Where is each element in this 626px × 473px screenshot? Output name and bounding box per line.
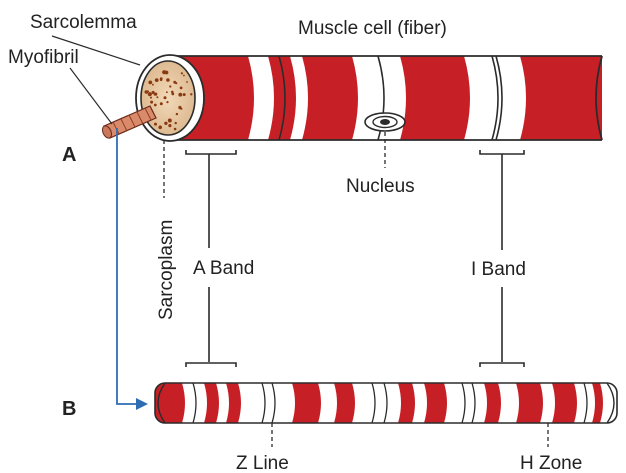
sarcoplasm-dot: [164, 96, 167, 99]
fiber-red-band: [400, 56, 470, 140]
sarcoplasm-dot: [190, 93, 192, 95]
sarcoplasm-dot: [154, 123, 157, 126]
h-zone-label: H Zone: [520, 453, 582, 473]
sarcoplasm-dot: [147, 90, 149, 92]
sarcoplasm-dot: [181, 72, 183, 74]
sarcoplasm-dot: [150, 97, 152, 99]
sarcoplasm-dot: [162, 70, 166, 74]
sarcoplasm-dot: [174, 128, 177, 131]
sarcoplasm-dot: [166, 101, 168, 103]
sarcoplasm-dot: [168, 124, 171, 127]
sarcoplasm-dot: [152, 91, 155, 94]
sarcoplasm-dot: [175, 122, 177, 124]
sarcoplasm-dot: [166, 78, 170, 82]
sarcoplasm-dot: [148, 81, 152, 85]
sarcolemma-label: Sarcolemma: [30, 12, 137, 33]
sarcoplasm-dot: [160, 102, 163, 105]
sarcoplasm-dot: [158, 126, 162, 130]
sarcoplasm-dot: [152, 84, 154, 86]
muscle-fiber: [101, 55, 610, 141]
nucleus-label: Nucleus: [346, 176, 415, 197]
myofibril-strand: [150, 383, 617, 423]
fiber-cross-section: [136, 55, 204, 141]
sarcoplasm-dot: [176, 113, 178, 115]
nucleus-icon: [365, 113, 405, 131]
sarcoplasm-dot: [154, 104, 157, 107]
myofibril-label: Myofibril: [8, 47, 79, 68]
sarcoplasm-dot: [183, 93, 186, 96]
sarcoplasm-dot: [154, 94, 156, 96]
sarcoplasm-dot: [178, 93, 182, 97]
sarcoplasm-dot: [155, 78, 159, 82]
a-band-label: A Band: [193, 258, 254, 279]
sarcoplasm-dot: [178, 106, 181, 109]
sarcoplasm-dot: [186, 81, 188, 83]
fiber-red-band: [302, 56, 358, 140]
sarcoplasm-dot: [160, 78, 163, 81]
muscle-cell-label: Muscle cell (fiber): [298, 18, 447, 39]
sarcoplasm-label: Sarcoplasm: [156, 220, 177, 320]
part-b-label: B: [62, 398, 76, 420]
myofibril-leader: [70, 68, 112, 124]
myofibril-connector-arrow: [117, 128, 148, 410]
sarcoplasm-dot: [183, 75, 185, 77]
sarcoplasm-dot: [148, 92, 152, 96]
z-line-label: Z Line: [236, 453, 289, 473]
sarcoplasm-dot: [169, 85, 171, 87]
i-band-label: I Band: [471, 259, 526, 280]
sarcoplasm-dot: [150, 101, 153, 104]
part-a-label: A: [62, 144, 76, 166]
sarcoplasm-dot: [166, 91, 168, 93]
sarcoplasm-dot: [173, 81, 176, 84]
sarcoplasm-dot: [180, 87, 183, 90]
sarcoplasm-dot: [171, 93, 174, 96]
sarcoplasm-dot: [164, 122, 167, 125]
sarcoplasm-dot: [156, 96, 158, 98]
sarcoplasm-dot: [168, 119, 172, 123]
